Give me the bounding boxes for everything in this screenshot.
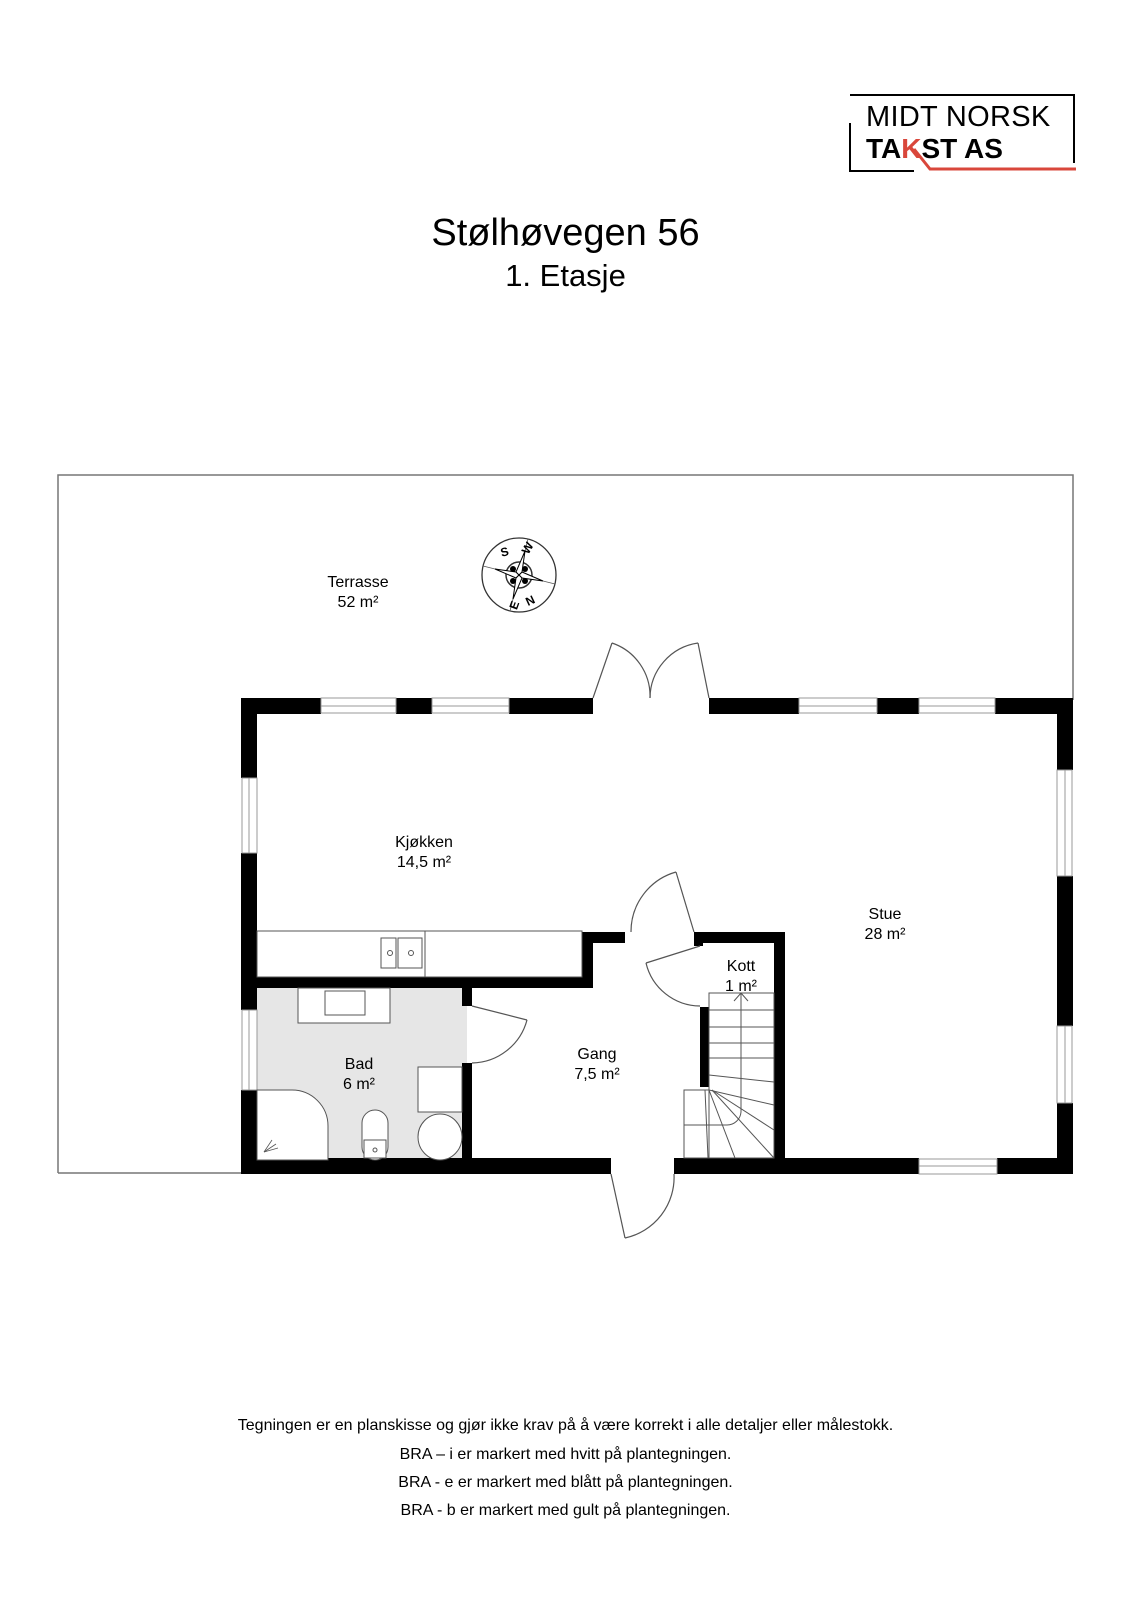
room-bad: Bad 6 m² xyxy=(343,1055,375,1095)
room-name: Terrasse xyxy=(327,574,389,591)
room-area: 6 m² xyxy=(343,1076,375,1093)
room-area: 1 m² xyxy=(725,978,757,995)
room-area: 7,5 m² xyxy=(574,1066,620,1083)
floor-subtitle: 1. Etasje xyxy=(505,258,626,293)
room-name: Kott xyxy=(726,958,756,975)
room-area: 28 m² xyxy=(864,926,906,943)
exterior-walls xyxy=(241,698,1073,1174)
windows xyxy=(241,697,1073,1175)
compass-rose-icon: S W N E xyxy=(481,537,557,613)
room-name: Kjøkken xyxy=(395,834,453,851)
room-kjokken: Kjøkken 14,5 m² xyxy=(395,833,453,873)
logo-frame xyxy=(849,94,1076,172)
company-logo: MIDT NORSK TAKST AS xyxy=(848,93,1076,173)
room-name: Bad xyxy=(344,1056,374,1073)
room-name: Gang xyxy=(577,1046,617,1063)
shower-head-icon xyxy=(263,1139,279,1153)
doors xyxy=(471,642,710,1239)
page-title: Stølhøvegen 56 xyxy=(431,212,700,254)
disclaimer-line-2: BRA – i er markert med hvitt på plantegn… xyxy=(399,1446,732,1463)
room-kott: Kott 1 m² xyxy=(725,957,757,997)
room-terrasse: Terrasse 52 m² xyxy=(327,573,388,613)
room-name: Stue xyxy=(868,906,902,923)
room-gang: Gang 7,5 m² xyxy=(574,1045,619,1085)
logo-text-top: MIDT NORSK xyxy=(866,101,1051,133)
kitchen-counter xyxy=(256,930,583,978)
stairs xyxy=(683,992,775,1159)
disclaimer-line-1: Tegningen er en planskisse og gjør ikke … xyxy=(237,1417,894,1434)
logo-text-bottom: TAKST AS xyxy=(866,133,1003,164)
room-stue: Stue 28 m² xyxy=(865,905,906,945)
room-area: 52 m² xyxy=(337,594,379,611)
bathroom-fixtures xyxy=(256,987,463,1161)
disclaimer-line-4: BRA - b er markert med gult på plantegni… xyxy=(400,1502,731,1519)
svg-text:S: S xyxy=(499,544,510,560)
room-area: 14,5 m² xyxy=(396,854,452,871)
disclaimer-line-3: BRA - e er markert med blått på plantegn… xyxy=(398,1474,733,1491)
